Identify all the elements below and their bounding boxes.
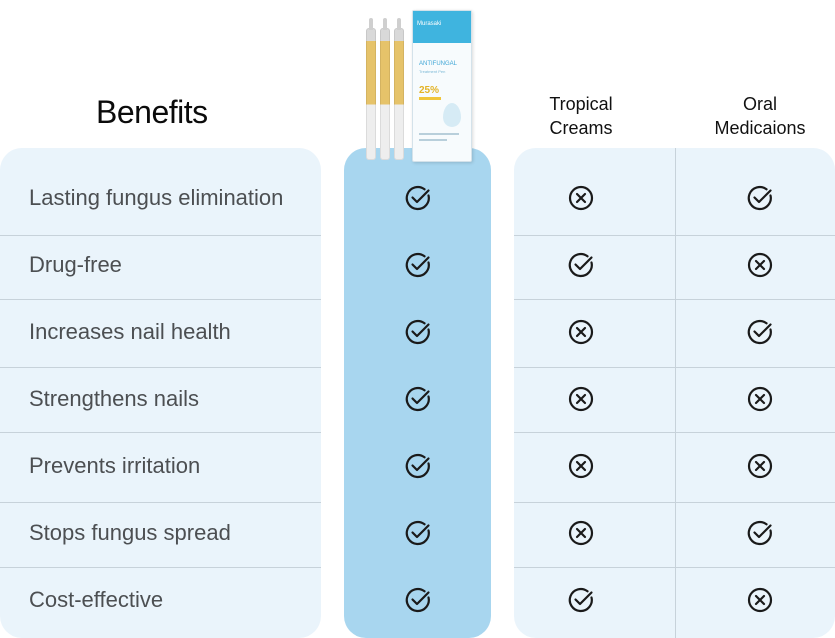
check-circle-icon xyxy=(405,453,431,479)
row-divider xyxy=(514,367,835,368)
competitors-panel xyxy=(514,148,835,638)
row-divider xyxy=(514,432,835,433)
row-divider xyxy=(0,367,321,368)
row-divider xyxy=(0,502,321,503)
check-circle-icon xyxy=(405,185,431,211)
x-circle-icon xyxy=(568,185,594,211)
check-circle-icon xyxy=(405,386,431,412)
pen-illustration xyxy=(380,18,390,160)
row-divider xyxy=(514,502,835,503)
check-circle-icon xyxy=(747,185,773,211)
our-product-column xyxy=(344,148,491,638)
check-circle-icon xyxy=(405,520,431,546)
column-divider xyxy=(675,148,676,638)
row-divider xyxy=(0,567,321,568)
check-circle-icon xyxy=(405,587,431,613)
check-circle-icon xyxy=(405,319,431,345)
row-divider xyxy=(514,567,835,568)
benefit-label: Lasting fungus elimination xyxy=(29,185,284,210)
check-circle-icon xyxy=(568,252,594,278)
check-circle-icon xyxy=(747,319,773,345)
check-circle-icon xyxy=(568,587,594,613)
benefit-label: Prevents irritation xyxy=(29,453,201,478)
check-circle-icon xyxy=(405,252,431,278)
product-percent: 25% xyxy=(419,85,440,96)
benefit-label: Strengthens nails xyxy=(29,386,199,411)
row-divider xyxy=(0,432,321,433)
column-header-tropical-creams: Tropical Creams xyxy=(549,94,613,138)
product-box: Murasaki ANTIFUNGAL Treatment Pen 25% xyxy=(412,10,472,162)
column-header-oral-medications: Oral Medicaions xyxy=(714,94,806,138)
x-circle-icon xyxy=(568,453,594,479)
x-circle-icon xyxy=(747,252,773,278)
check-circle-icon xyxy=(747,520,773,546)
benefits-heading: Benefits xyxy=(96,94,208,130)
x-circle-icon xyxy=(568,520,594,546)
product-label: ANTIFUNGAL xyxy=(419,61,458,67)
row-divider xyxy=(0,235,321,236)
product-sublabel: Treatment Pen xyxy=(419,69,446,74)
product-brand: Murasaki xyxy=(417,21,442,27)
x-circle-icon xyxy=(747,453,773,479)
pen-illustration xyxy=(366,18,376,160)
x-circle-icon xyxy=(568,386,594,412)
benefit-label: Stops fungus spread xyxy=(29,520,231,545)
product-image: Murasaki ANTIFUNGAL Treatment Pen 25% xyxy=(360,10,472,162)
pen-illustration xyxy=(394,18,404,160)
droplet-icon xyxy=(443,103,461,127)
benefit-label: Cost-effective xyxy=(29,587,164,612)
benefit-label: Increases nail health xyxy=(29,319,231,344)
row-divider xyxy=(0,299,321,300)
row-divider xyxy=(514,235,835,236)
row-divider xyxy=(514,299,835,300)
x-circle-icon xyxy=(747,587,773,613)
x-circle-icon xyxy=(747,386,773,412)
benefit-label: Drug-free xyxy=(29,252,122,277)
x-circle-icon xyxy=(568,319,594,345)
